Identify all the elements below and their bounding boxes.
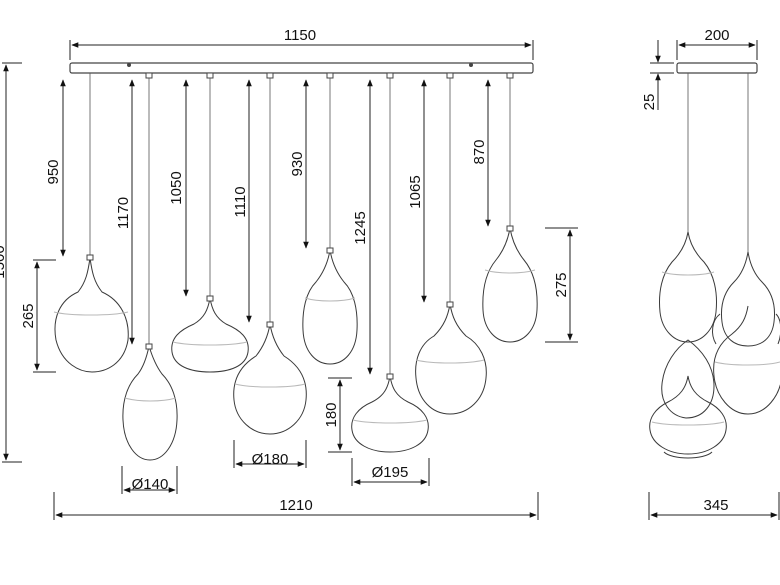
canopy-width-label: 200 [704, 27, 729, 44]
drop-1170-label: 1170 [115, 197, 132, 229]
drop-870-label: 870 [471, 139, 488, 164]
height-180-label: 180 [323, 402, 340, 427]
diameter-140-label: Ø140 [132, 476, 169, 493]
side-canopy [676, 62, 758, 74]
pendant-7 [415, 72, 487, 415]
overall-width-label: 1210 [279, 497, 312, 514]
drop-930-label: 930 [289, 151, 306, 176]
drop-950-label: 950 [45, 159, 62, 184]
side-view: 200 25 345 [641, 27, 780, 520]
pendant-1 [53, 73, 129, 373]
diameter-195-label: Ø195 [372, 464, 409, 481]
height-265-label: 265 [20, 303, 37, 328]
drop-1245-label: 1245 [352, 211, 369, 244]
pendant-3 [171, 72, 249, 373]
pendant-5 [302, 72, 358, 365]
canopy-bar [69, 62, 534, 74]
canopy-height-label: 25 [641, 94, 658, 111]
pendant-6 [351, 72, 429, 453]
front-view: 1150 1500 950 265 1170 [0, 27, 578, 520]
drop-1050-label: 1050 [168, 171, 185, 204]
drop-1110-label: 1110 [232, 186, 249, 217]
canopy-length-label: 1150 [284, 27, 316, 44]
diameter-180-label: Ø180 [252, 451, 289, 468]
overall-depth-label: 345 [703, 497, 728, 514]
drop-1065-label: 1065 [407, 175, 424, 208]
overall-height-label: 1500 [0, 245, 8, 278]
pendant-4 [233, 72, 307, 435]
height-275-label: 275 [553, 272, 570, 297]
pendant-8 [482, 72, 538, 343]
pendant-2 [122, 72, 178, 461]
